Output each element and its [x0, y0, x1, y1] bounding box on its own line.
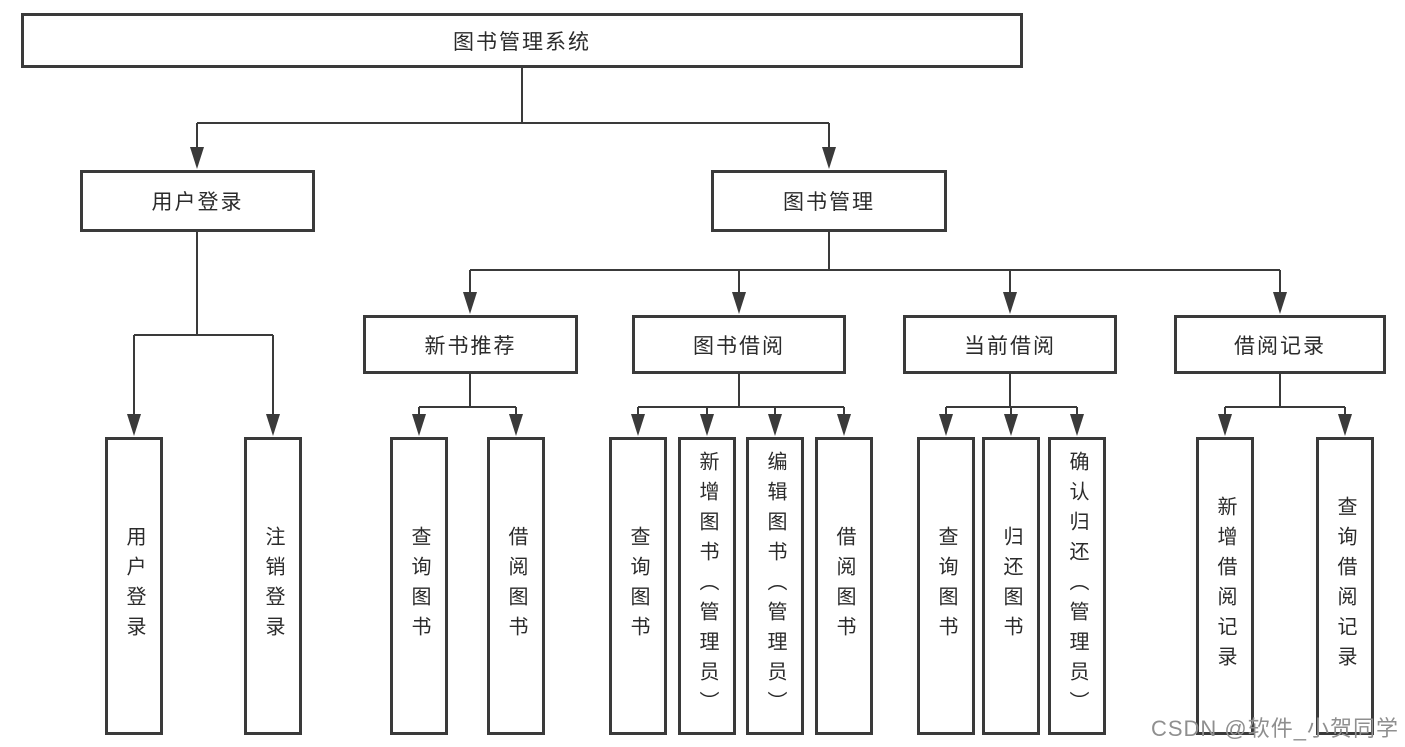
connector-borrow-records-module [1218, 374, 1352, 436]
module-label: 当前借阅 [964, 334, 1056, 358]
leaf-label: 编辑图书（管理员） [764, 451, 786, 721]
branch-book-management: 图书管理 [711, 170, 947, 232]
leaf-add-books-admin: 新增图书（管理员） [678, 437, 736, 735]
leaf-label: 新增图书（管理员） [696, 451, 718, 721]
module-book-borrow: 图书借阅 [632, 315, 846, 374]
leaf-query-books-recommend: 查询图书 [390, 437, 448, 735]
leaf-return-books: 归还图书 [982, 437, 1040, 735]
leaf-add-borrow-record: 新增借阅记录 [1196, 437, 1254, 735]
leaf-confirm-return-admin: 确认归还（管理员） [1048, 437, 1106, 735]
connector-new-book-module [412, 374, 523, 436]
module-label: 新书推荐 [424, 334, 517, 358]
branch-user-login: 用户登录 [80, 170, 315, 232]
leaf-edit-books-admin: 编辑图书（管理员） [746, 437, 804, 735]
module-new-book-recommend: 新书推荐 [363, 315, 578, 374]
leaf-query-books-current: 查询图书 [917, 437, 975, 735]
root-node-label: 图书管理系统 [453, 30, 591, 54]
leaf-label: 借阅图书 [505, 526, 527, 646]
module-current-borrow: 当前借阅 [903, 315, 1117, 374]
connector-book-borrow-module [631, 374, 851, 436]
leaf-borrow-books-borrow: 借阅图书 [815, 437, 873, 735]
leaf-label: 查询图书 [408, 526, 430, 646]
connector-book-management-branch [463, 232, 1287, 314]
leaf-label: 用户登录 [123, 526, 145, 646]
csdn-watermark: CSDN @软件_小贺同学 [1150, 716, 1399, 741]
leaf-label: 查询图书 [935, 526, 957, 646]
leaf-logout-login: 注销登录 [244, 437, 302, 735]
leaf-label: 查询借阅记录 [1334, 496, 1356, 676]
leaf-label: 注销登录 [262, 526, 284, 646]
connector-current-borrow-module [939, 374, 1084, 436]
root-node-system: 图书管理系统 [21, 13, 1023, 68]
leaf-query-borrow-record: 查询借阅记录 [1316, 437, 1374, 735]
leaf-label: 新增借阅记录 [1214, 496, 1236, 676]
leaf-label: 借阅图书 [833, 526, 855, 646]
leaf-query-books-borrow: 查询图书 [609, 437, 667, 735]
leaf-label: 确认归还（管理员） [1066, 451, 1088, 721]
module-label: 借阅记录 [1234, 334, 1326, 358]
leaf-borrow-books-recommend: 借阅图书 [487, 437, 545, 735]
leaf-user-login: 用户登录 [105, 437, 163, 735]
connector-root-to-branches [190, 68, 836, 169]
branch-label: 用户登录 [151, 191, 244, 214]
leaf-label: 归还图书 [1000, 526, 1022, 646]
branch-label: 图书管理 [783, 191, 875, 214]
leaf-label: 查询图书 [627, 526, 649, 646]
module-label: 图书借阅 [693, 334, 785, 358]
connector-user-login-branch [127, 232, 280, 436]
module-borrow-records: 借阅记录 [1174, 315, 1386, 374]
